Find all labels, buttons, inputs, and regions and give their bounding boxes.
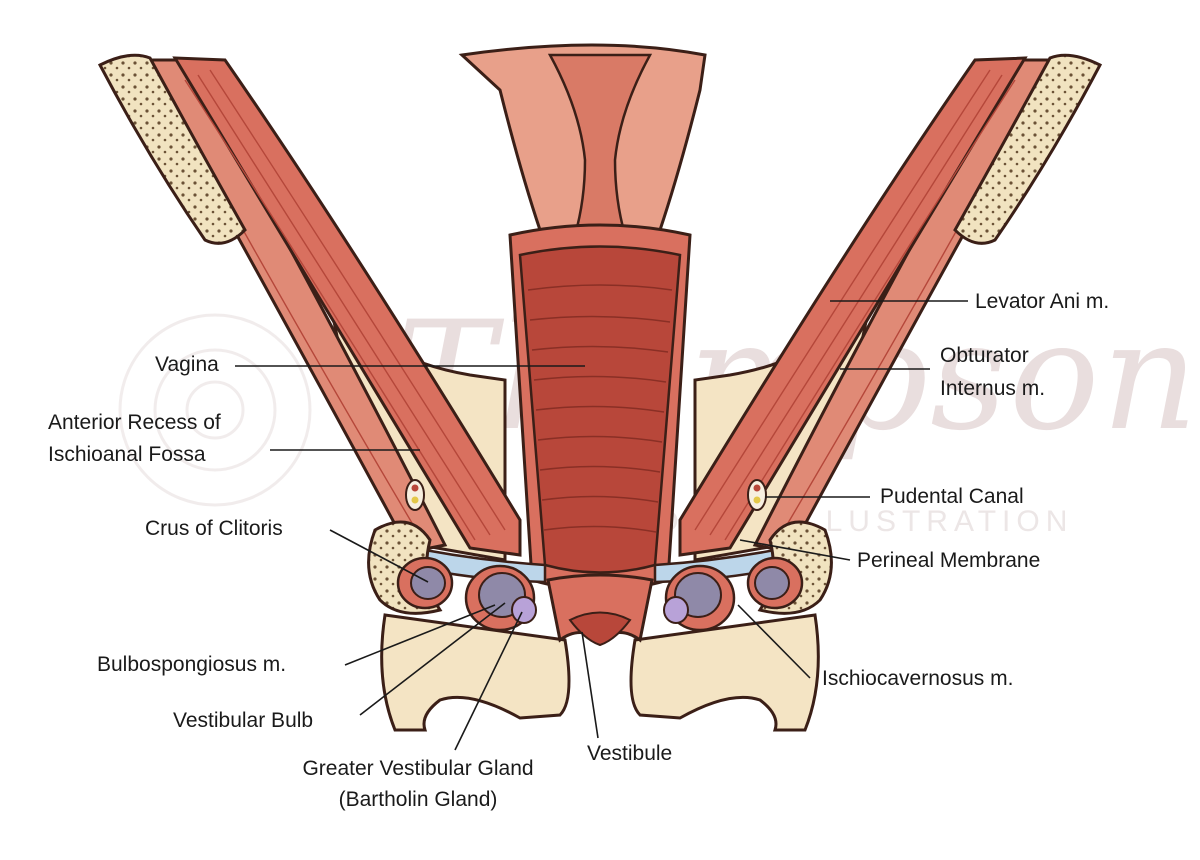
label-crus-of-clitoris: Crus of Clitoris bbox=[145, 517, 283, 540]
label-bulbospongiosus: Bulbospongiosus m. bbox=[97, 653, 287, 676]
label-obturator-internus-2: Internus m. bbox=[940, 377, 1046, 400]
vestibule-opening bbox=[568, 611, 632, 647]
levator-ani-right bbox=[678, 56, 1028, 557]
vagina-lumen bbox=[518, 245, 682, 574]
label-levator-ani: Levator Ani m. bbox=[975, 290, 1110, 313]
label-greater-vestibular-gland-1: Greater Vestibular Gland bbox=[302, 757, 534, 780]
label-greater-vestibular-gland-2: (Bartholin Gland) bbox=[338, 788, 498, 811]
bartholin-gland-left bbox=[511, 596, 537, 624]
pudental-canal-right bbox=[747, 479, 767, 511]
label-vestibular-bulb: Vestibular Bulb bbox=[173, 709, 314, 732]
watermark-flower bbox=[118, 313, 312, 507]
pudental-canal-left bbox=[405, 479, 425, 511]
label-ischiocavernosus: Ischiocavernosus m. bbox=[822, 667, 1014, 690]
label-anterior-recess-1: Anterior Recess of bbox=[48, 411, 221, 434]
crus-right bbox=[754, 566, 790, 600]
label-obturator-internus-1: Obturator bbox=[940, 344, 1029, 367]
ischium-upper-right bbox=[953, 53, 1103, 245]
label-pudental-canal: Pudental Canal bbox=[880, 485, 1024, 508]
bartholin-gland-right bbox=[663, 596, 689, 624]
label-vagina: Vagina bbox=[155, 353, 219, 376]
crus-left bbox=[410, 566, 446, 600]
levator-ani-left bbox=[172, 56, 522, 557]
leader-lines bbox=[235, 300, 968, 751]
label-perineal-membrane: Perineal Membrane bbox=[857, 549, 1041, 572]
labium-left bbox=[380, 613, 571, 732]
label-anterior-recess-2: Ischioanal Fossa bbox=[48, 443, 206, 466]
vaginal-rugae bbox=[527, 284, 673, 533]
label-vestibule: Vestibule bbox=[587, 742, 673, 765]
labium-right bbox=[629, 613, 820, 732]
ischium-upper-left bbox=[97, 53, 247, 245]
